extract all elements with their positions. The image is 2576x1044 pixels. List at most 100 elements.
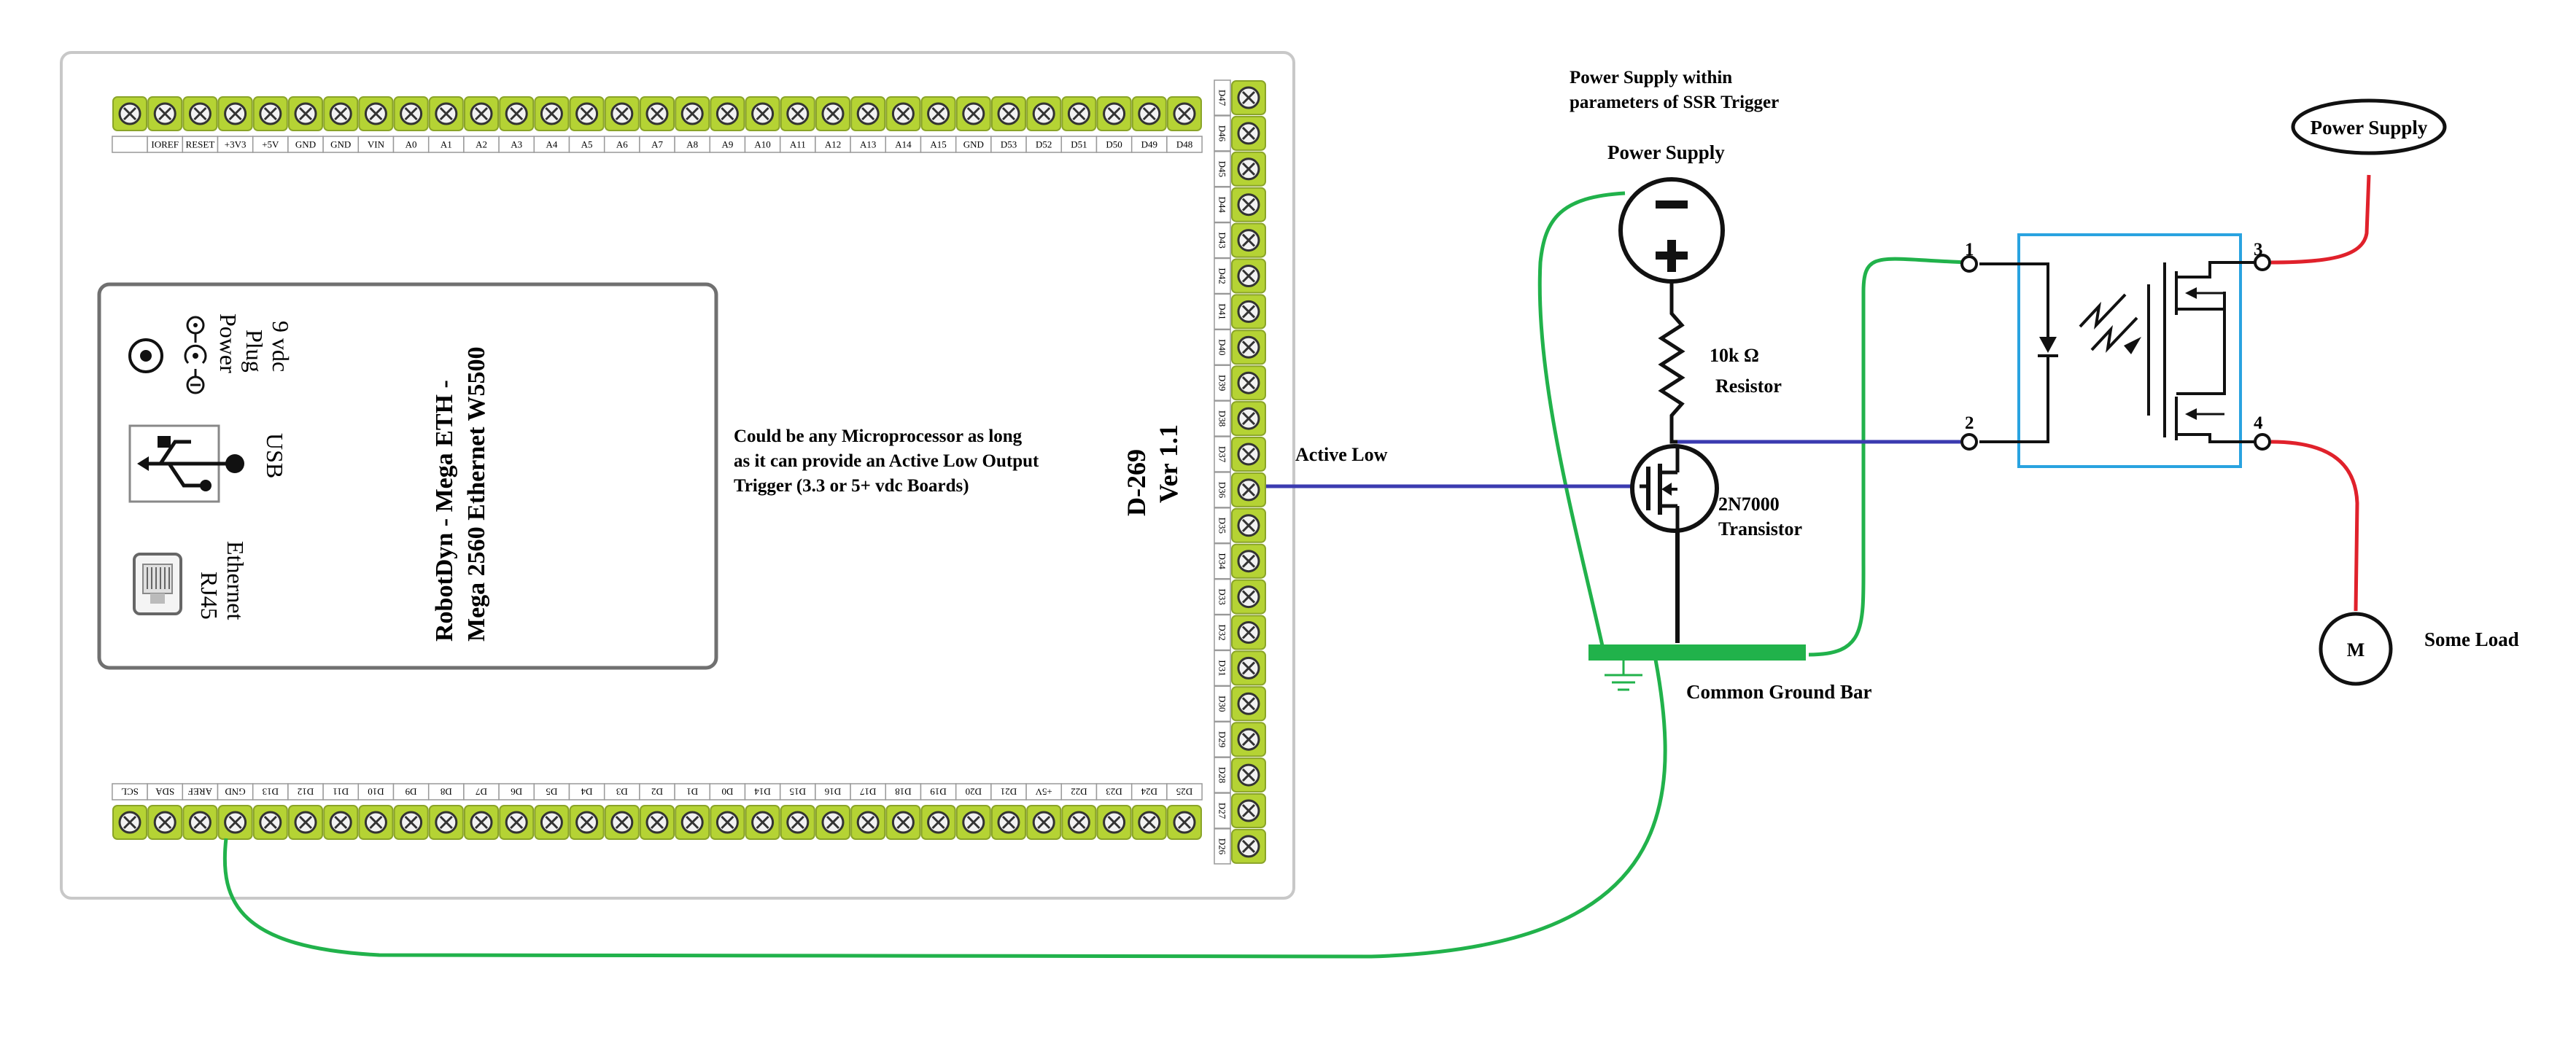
right-pin-label-4: D43 [1214,222,1231,259]
right-pin-label-21: D26 [1214,828,1231,865]
top-terminal-2 [182,96,218,131]
right-pin-label-5: D42 [1214,257,1231,295]
right-pin-label-7: D40 [1214,329,1231,366]
bottom-terminal-0 [112,805,147,840]
svg-text:VIN: VIN [368,139,385,150]
top-terminal-10 [464,96,499,131]
svg-text:A3: A3 [511,139,522,150]
ssr-pin-4-label: 4 [2254,413,2263,433]
svg-text:D21: D21 [1001,787,1017,798]
some-load-label: Some Load [2424,628,2519,650]
top-terminal-14 [604,96,640,131]
bottom-terminal-27 [1061,805,1097,840]
right-terminal-20 [1231,793,1266,828]
right-terminal-16 [1231,650,1266,686]
solid-state-relay [2017,233,2242,468]
top-pin-label-13: A5 [568,136,605,153]
svg-text:GND: GND [963,139,984,150]
bottom-pin-label-18: D14 [744,783,781,800]
top-pin-label-25: D53 [990,136,1027,153]
svg-text:D25: D25 [1176,787,1192,798]
bottom-pin-label-16: D1 [674,783,711,800]
bottom-pin-label-9: D8 [427,783,465,800]
svg-text:D0: D0 [721,787,733,798]
motor-symbol [2319,612,2393,686]
bottom-pin-label-25: D21 [990,783,1027,800]
svg-text:D32: D32 [1217,624,1228,640]
bottom-terminal-14 [604,805,640,840]
top-pin-label-8: A0 [392,136,430,153]
svg-text:D9: D9 [406,787,417,798]
bottom-terminal-1 [147,805,183,840]
right-terminal-2 [1231,151,1266,187]
svg-text:D19: D19 [930,787,946,798]
top-pin-label-20: A12 [815,136,851,153]
right-pin-label-16: D31 [1214,650,1231,687]
ssr-pin-2 [1960,433,1978,451]
svg-text:D15: D15 [790,787,806,798]
svg-text:+3V3: +3V3 [225,139,247,150]
right-terminal-21 [1231,828,1266,864]
bottom-terminal-4 [252,805,288,840]
svg-text:D1: D1 [686,787,698,798]
svg-text:D16: D16 [824,787,841,798]
svg-text:D45: D45 [1217,161,1228,177]
right-terminal-10 [1231,437,1266,472]
motor-label: M [2347,639,2365,661]
top-pin-label-23: A15 [920,136,957,153]
svg-text:D18: D18 [895,787,911,798]
right-pin-label-8: D39 [1214,365,1231,401]
top-pin-label-28: D50 [1095,136,1133,153]
svg-text:A0: A0 [406,139,417,150]
svg-text:+5V: +5V [262,139,279,150]
bottom-pin-label-13: D4 [568,783,605,800]
bottom-pin-label-27: D22 [1060,783,1098,800]
svg-text:A10: A10 [754,139,770,150]
bottom-terminal-29 [1131,805,1167,840]
svg-text:+5V: +5V [1035,787,1052,798]
svg-text:SDA: SDA [155,787,175,798]
bottom-terminal-19 [780,805,815,840]
top-terminal-21 [850,96,886,131]
svg-text:D23: D23 [1106,787,1122,798]
svg-text:D3: D3 [616,787,628,798]
svg-text:D39: D39 [1217,375,1228,391]
svg-text:A4: A4 [546,139,557,150]
top-pin-label-26: D52 [1025,136,1063,153]
svg-text:D44: D44 [1217,197,1228,214]
bottom-terminal-6 [323,805,359,840]
top-pin-label-30: D48 [1166,136,1203,153]
svg-text:D8: D8 [441,787,452,798]
svg-text:D10: D10 [368,787,384,798]
top-pin-label-9: A1 [427,136,465,153]
ps-note-line-2: parameters of SSR Trigger [1570,93,1779,112]
svg-text:GND: GND [295,139,316,150]
bottom-pin-label-22: D18 [885,783,922,800]
top-pin-label-0 [112,136,148,153]
svg-text:D6: D6 [511,787,522,798]
svg-text:D12: D12 [298,787,314,798]
bottom-pin-label-17: D0 [709,783,746,800]
right-pin-label-12: D35 [1214,507,1231,544]
right-terminal-8 [1231,365,1266,401]
transistor-part-label: 2N7000 [1718,494,1780,515]
right-terminal-strip [1231,80,1266,864]
top-terminal-16 [675,96,710,131]
power-supply-symbol [1618,177,1725,284]
top-terminal-25 [991,96,1026,131]
ssr-pin-3-label: 3 [2254,240,2263,260]
bottom-terminal-16 [675,805,710,840]
right-terminal-4 [1231,222,1266,258]
top-pin-label-15: A7 [639,136,675,153]
svg-text:RESET: RESET [186,139,215,150]
bottom-terminal-25 [991,805,1026,840]
svg-text:D53: D53 [1001,139,1017,150]
top-terminal-strip [112,96,1202,131]
transistor-symbol [1630,444,1719,533]
top-pin-label-10: A2 [463,136,500,153]
right-pin-label-11: D36 [1214,472,1231,508]
right-terminal-15 [1231,615,1266,650]
power-jack-icon [128,338,163,373]
load-supply-wire [2270,174,2371,265]
